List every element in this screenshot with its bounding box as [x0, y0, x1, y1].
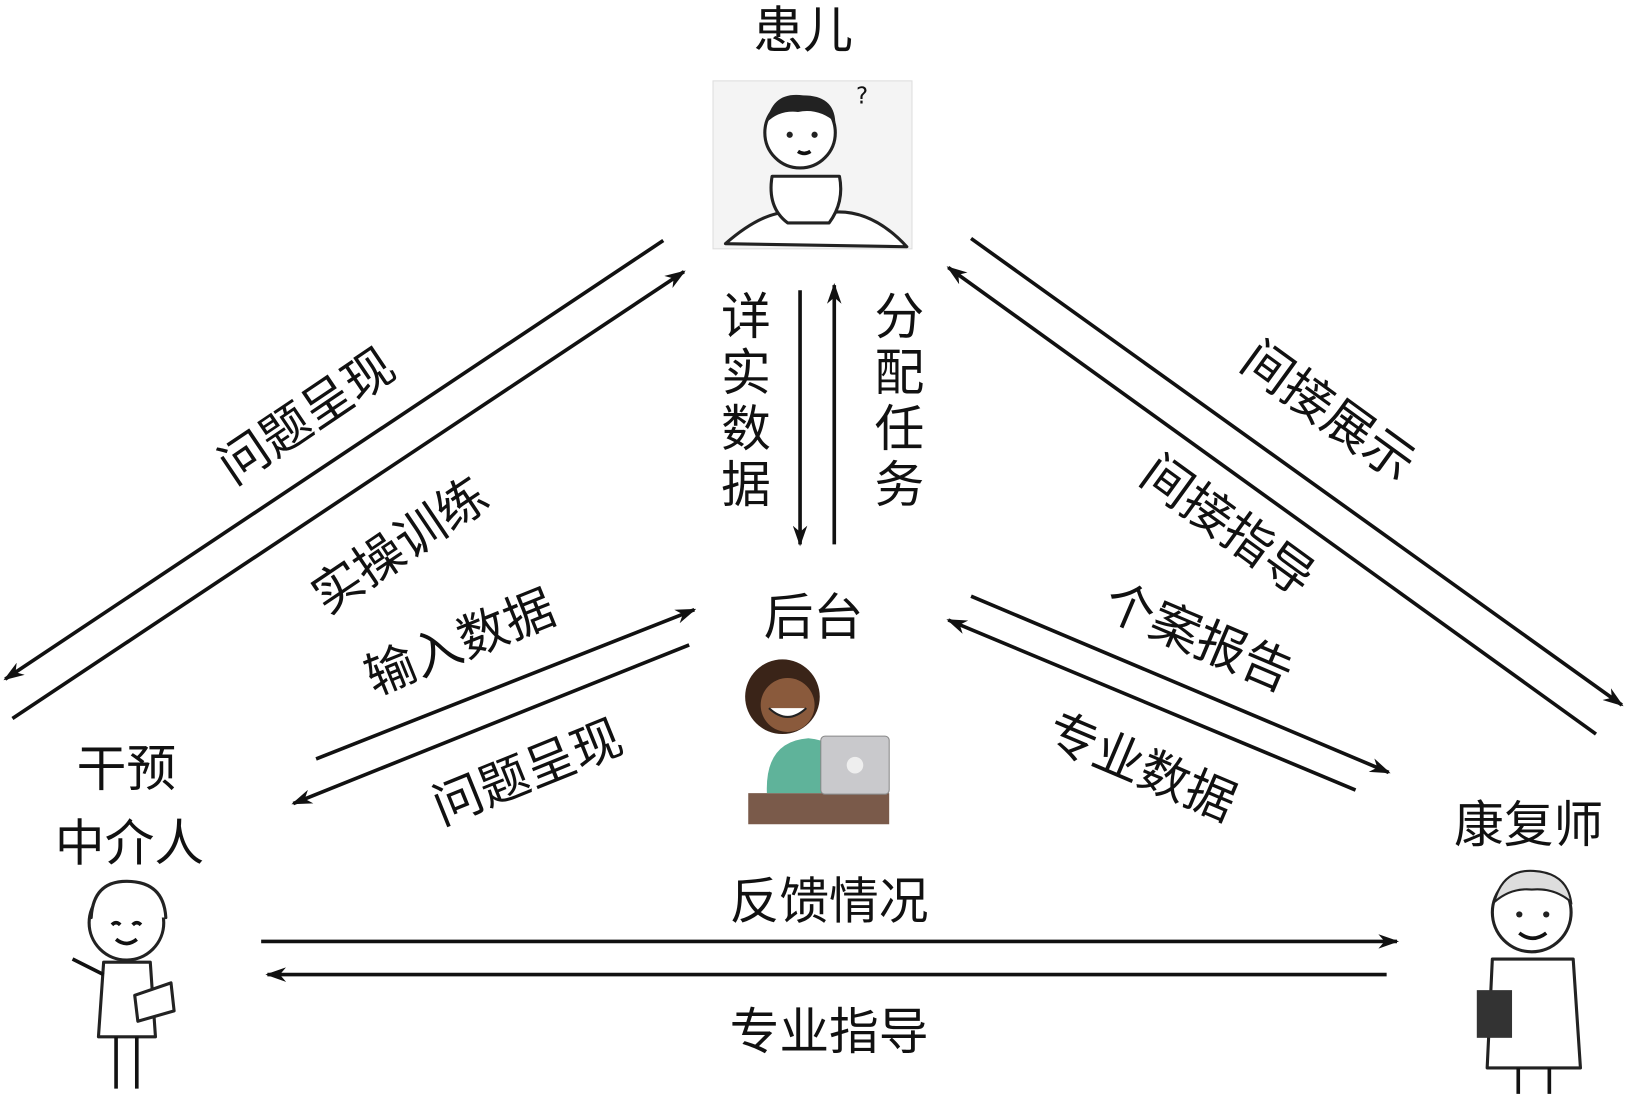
edge-label-mediator-to-therapist: 反馈情况: [730, 873, 929, 931]
edge-label-backend-to-mediator: 问题呈现: [424, 708, 630, 836]
mediator-illustration: [71, 879, 176, 1089]
child-label: 患儿: [753, 2, 852, 60]
arrow-mediator-to-child: [11, 270, 686, 721]
arrow-child-to-therapist: [970, 236, 1624, 707]
edge-label-child-to-mediator: 问题呈现: [208, 336, 405, 495]
mediator-label-line1: 干预: [77, 740, 176, 798]
edge-label-child-to-therapist: 间接展示: [1231, 329, 1426, 493]
therapist-illustration: [1476, 869, 1582, 1094]
edge-label-therapist-to-mediator: 专业指导: [730, 1003, 929, 1061]
edge-label-therapist-to-backend: 专业数据: [1039, 702, 1245, 833]
mediator-label-line2: 中介人: [55, 815, 204, 873]
child-illustration: ?: [712, 80, 913, 250]
arrow-backend-to-mediator: [291, 643, 690, 806]
therapist-label: 康复师: [1454, 796, 1603, 854]
arrow-child-to-mediator: [3, 239, 665, 681]
arrow-backend-to-therapist: [970, 594, 1391, 775]
arrow-mediator-to-backend: [315, 607, 697, 761]
edge-label-child-to-backend: 详实数据: [713, 290, 771, 514]
edge-label-mediator-to-child: 实操训练: [301, 466, 498, 625]
edge-label-backend-to-child: 分配任务: [866, 290, 924, 514]
question-mark-icon: ?: [856, 84, 868, 110]
arrow-therapist-to-child: [946, 266, 1598, 736]
backend-label: 后台: [764, 589, 863, 647]
backend-illustration: [745, 659, 890, 825]
edge-label-mediator-to-backend: 输入数据: [357, 578, 563, 706]
arrow-therapist-to-backend: [946, 618, 1357, 792]
